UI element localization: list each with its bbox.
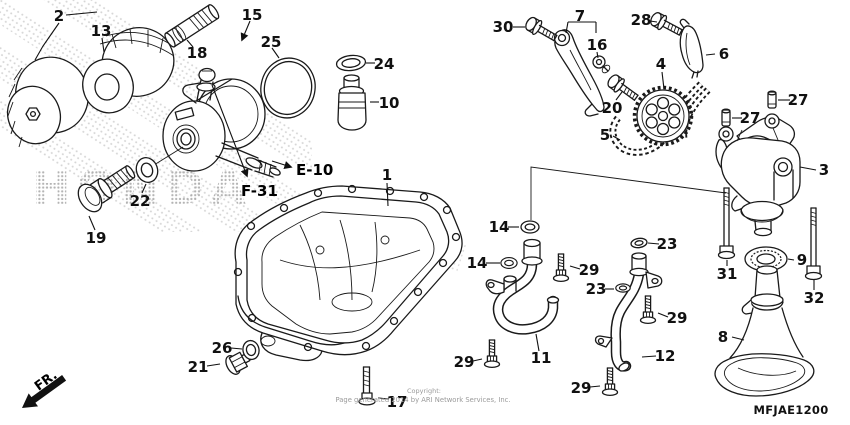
callout-4: 4 xyxy=(656,55,666,73)
bolt-part16 xyxy=(592,55,611,74)
callout-25: 25 xyxy=(261,33,282,51)
callout-28: 28 xyxy=(631,11,652,29)
f31-arrow xyxy=(211,84,249,178)
cross-ref-f31: F-31 xyxy=(241,182,278,200)
callout-31: 31 xyxy=(717,265,738,283)
callouts: 1 2 13 18 15 25 24 10 19 22 21 26 17 29 … xyxy=(54,6,829,411)
callout-26: 26 xyxy=(212,339,233,357)
washer-part22 xyxy=(135,157,159,183)
o-ring-part14-a xyxy=(520,220,540,234)
bolt-part29-b xyxy=(483,339,501,369)
dowel-pin-part27-b xyxy=(721,108,731,127)
o-ring-part14-b xyxy=(500,257,518,269)
washer-part24 xyxy=(335,54,367,72)
callout-32: 32 xyxy=(804,289,825,307)
callout-27-a: 27 xyxy=(788,91,809,109)
bolt-part30 xyxy=(522,14,560,46)
assembly-line xyxy=(530,166,727,220)
front-direction-indicator: FR. xyxy=(22,368,67,408)
diagram-code: MFJAE1200 xyxy=(753,403,828,417)
e10-arrow xyxy=(271,160,293,169)
front-direction-label: FR. xyxy=(32,368,60,394)
bolt-part19 xyxy=(77,165,136,213)
callout-13: 13 xyxy=(91,22,112,40)
leader-lines xyxy=(34,11,817,400)
oil-strainer-part8 xyxy=(714,265,815,397)
callout-29-c: 29 xyxy=(667,309,688,327)
drain-bolt-part21 xyxy=(225,351,251,375)
callout-29-d: 29 xyxy=(571,379,592,397)
copyright-line1: Copyright: xyxy=(407,387,441,395)
callout-9: 9 xyxy=(797,251,807,269)
callout-10: 10 xyxy=(379,94,400,112)
oil-joint-part18 xyxy=(164,4,220,48)
o-ring-part25 xyxy=(260,57,316,119)
callout-29-b: 29 xyxy=(454,353,475,371)
front-direction-arrow-icon xyxy=(22,375,67,408)
copyright-line2: Page generated 2014 by ARI Network Servi… xyxy=(335,396,510,404)
callout-14-a: 14 xyxy=(489,218,510,236)
callout-23-b: 23 xyxy=(586,280,607,298)
callout-21: 21 xyxy=(188,358,209,376)
callout-29-a: 29 xyxy=(579,261,600,279)
oil-pump-sprocket-part4 xyxy=(632,85,694,147)
oil-pump-part3 xyxy=(715,113,801,237)
callout-3: 3 xyxy=(819,161,829,179)
bolt-part29-d xyxy=(601,367,619,397)
oil-filter-part13 xyxy=(82,27,175,114)
washer-part23-a xyxy=(629,236,649,250)
bolt-part32 xyxy=(804,207,823,281)
seal-part9 xyxy=(744,246,788,272)
oil-pipe-part12 xyxy=(594,252,663,372)
callout-16: 16 xyxy=(587,36,608,54)
cross-ref-e10: E-10 xyxy=(296,161,333,179)
callout-2: 2 xyxy=(54,7,64,25)
callout-7: 7 xyxy=(575,7,585,25)
callout-14-b: 14 xyxy=(467,254,488,272)
callout-19: 19 xyxy=(86,229,107,247)
washer-part23-b xyxy=(615,283,631,293)
callout-24: 24 xyxy=(374,55,395,73)
oil-cooler-part15 xyxy=(153,67,281,178)
chain-tensioner-part7 xyxy=(553,29,605,117)
callout-27-b: 27 xyxy=(740,109,761,127)
oil-pressure-switch-part10 xyxy=(337,74,367,131)
chain-guide-part6 xyxy=(679,18,704,79)
callout-23-a: 23 xyxy=(657,235,678,253)
callout-22: 22 xyxy=(130,192,151,210)
bolt-part28 xyxy=(647,9,685,40)
callout-17: 17 xyxy=(387,393,408,411)
washer-part26 xyxy=(242,339,260,361)
callout-11: 11 xyxy=(531,349,552,367)
bolt-part29-a xyxy=(552,253,570,283)
callout-30: 30 xyxy=(493,18,514,36)
callout-8: 8 xyxy=(718,328,728,346)
callout-1: 1 xyxy=(382,166,392,184)
oil-pan-part1 xyxy=(233,184,463,362)
oil-pipe-part11 xyxy=(485,238,560,335)
oil-filter-part2 xyxy=(6,56,89,148)
callout-18: 18 xyxy=(187,44,208,62)
callout-20: 20 xyxy=(602,99,623,117)
callout-15: 15 xyxy=(242,6,263,24)
dowel-pin-part27-a xyxy=(767,90,777,109)
callout-12: 12 xyxy=(655,347,676,365)
callout-6: 6 xyxy=(719,45,729,63)
bolt-part31 xyxy=(717,187,736,260)
callout-5: 5 xyxy=(600,126,610,144)
bolt-part29-c xyxy=(639,295,657,325)
bolt-part17 xyxy=(358,366,376,406)
